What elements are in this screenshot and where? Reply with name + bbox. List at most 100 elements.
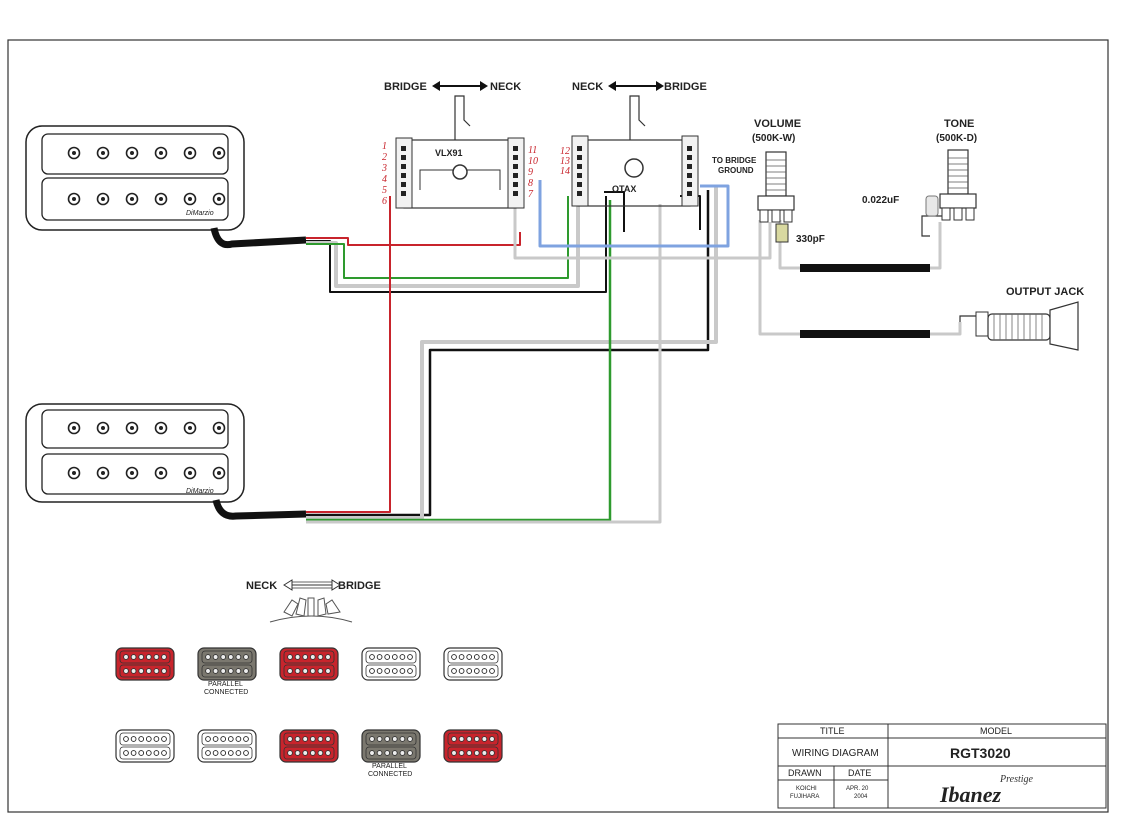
switch-lug (513, 191, 518, 196)
tone-title: TONE (944, 118, 974, 130)
switch-lug (513, 164, 518, 169)
switch-lug (401, 146, 406, 151)
output-jack-label: OUTPUT JACK (1006, 286, 1084, 298)
pole-piece-center (159, 197, 163, 201)
neck-pickup-cable (210, 227, 307, 249)
switch-otax-label: OTAX (612, 184, 636, 194)
handwritten-number: 4 (382, 174, 387, 185)
title-value: WIRING DIAGRAM (792, 748, 879, 759)
pole-piece-center (72, 426, 76, 430)
switch-lug (687, 173, 692, 178)
handwritten-number: 11 (528, 145, 537, 156)
handwritten-number: 13 (560, 156, 570, 167)
pole-piece-center (217, 151, 221, 155)
bridge-pickup-cable (212, 499, 307, 520)
neck-pickup: DiMarzio (25, 125, 245, 231)
tone-capacitor-label: 0.022uF (862, 195, 899, 206)
switch-lug (577, 173, 582, 178)
switch-lug (687, 164, 692, 169)
date-value-line2: 2004 (854, 794, 868, 800)
neck-pickup-brand: DiMarzio (186, 210, 214, 217)
output-jack (959, 301, 1079, 351)
mini-pickup-gray (197, 647, 257, 681)
pole-piece-center (130, 197, 134, 201)
selector-lever-positions (269, 597, 353, 623)
tone-value: (500K-D) (936, 133, 977, 144)
model-value: RGT3020 (950, 745, 1011, 761)
switch-lug (577, 146, 582, 151)
bridge-pickup-brand: DiMarzio (186, 488, 214, 495)
mini-pickup-red (443, 729, 503, 763)
switch-lug (577, 155, 582, 160)
handwritten-number: 14 (560, 166, 570, 177)
pole-piece-center (72, 197, 76, 201)
handwritten-number: 6 (382, 196, 387, 207)
handwritten-number: 3 (381, 163, 387, 174)
pole-piece-center (130, 151, 134, 155)
switch-lug (401, 164, 406, 169)
switch2-left-label: NECK (572, 81, 603, 93)
parallel-label-row1-line2: CONNECTED (204, 689, 248, 696)
pole-piece-center (188, 471, 192, 475)
title-block (777, 723, 1107, 809)
parallel-label-row2-line1: PARALLEL (372, 763, 407, 770)
to-bridge-ground-line1: TO BRIDGE (712, 156, 757, 165)
handwritten-number: 9 (528, 167, 533, 178)
handwritten-number: 1 (382, 141, 387, 152)
switch-lug (401, 182, 406, 187)
date-header: DATE (848, 768, 871, 778)
volume-title: VOLUME (754, 118, 801, 130)
drawn-value-line1: KOICHI (796, 786, 817, 792)
pole-piece-center (217, 471, 221, 475)
volume-value: (500K-W) (752, 133, 795, 144)
switch-lug (577, 182, 582, 187)
selector-left-label: NECK (246, 580, 277, 592)
mini-pickup-white (197, 729, 257, 763)
pole-piece-center (101, 471, 105, 475)
pole-piece-center (130, 426, 134, 430)
switch-vlx91: VLX91 (395, 95, 525, 209)
position-row-2 (115, 729, 503, 763)
switch-lug (401, 173, 406, 178)
pole-piece-center (130, 471, 134, 475)
switch-lug (687, 191, 692, 196)
title-header: TITLE (820, 726, 845, 736)
switch-lug (513, 146, 518, 151)
handwritten-number: 12 (560, 146, 570, 157)
model-header: MODEL (980, 726, 1012, 736)
parallel-label-row2-line2: CONNECTED (368, 771, 412, 778)
pole-piece-center (188, 197, 192, 201)
pole-piece-center (217, 426, 221, 430)
switch-lug (401, 191, 406, 196)
handwritten-number: 2 (382, 152, 387, 163)
switch2-direction-arrow (608, 81, 664, 91)
drawn-value-line2: FUJIHARA (790, 794, 819, 800)
switch-otax: OTAX (571, 95, 699, 207)
drawn-header: DRAWN (788, 768, 822, 778)
volume-capacitor-label: 330pF (796, 234, 825, 245)
handwritten-number: 7 (528, 189, 534, 200)
switch-lug (513, 155, 518, 160)
pole-piece-center (101, 151, 105, 155)
switch-lug (687, 155, 692, 160)
selector-arrow (283, 579, 341, 591)
pole-piece-center (72, 471, 76, 475)
mini-pickup-white (115, 729, 175, 763)
date-value-line1: APR. 20 (846, 786, 869, 792)
mini-pickup-red (115, 647, 175, 681)
switch2-right-label: BRIDGE (664, 81, 707, 93)
volume-pot (757, 151, 795, 243)
mini-pickup-red (279, 729, 339, 763)
bridge-pickup: DiMarzio (25, 403, 245, 503)
pole-piece-center (159, 426, 163, 430)
switch1-left-label: BRIDGE (384, 81, 427, 93)
wire-harness (306, 180, 962, 524)
pole-piece-center (101, 426, 105, 430)
switch1-right-label: NECK (490, 81, 521, 93)
pole-piece-center (188, 426, 192, 430)
switch-lug (577, 191, 582, 196)
